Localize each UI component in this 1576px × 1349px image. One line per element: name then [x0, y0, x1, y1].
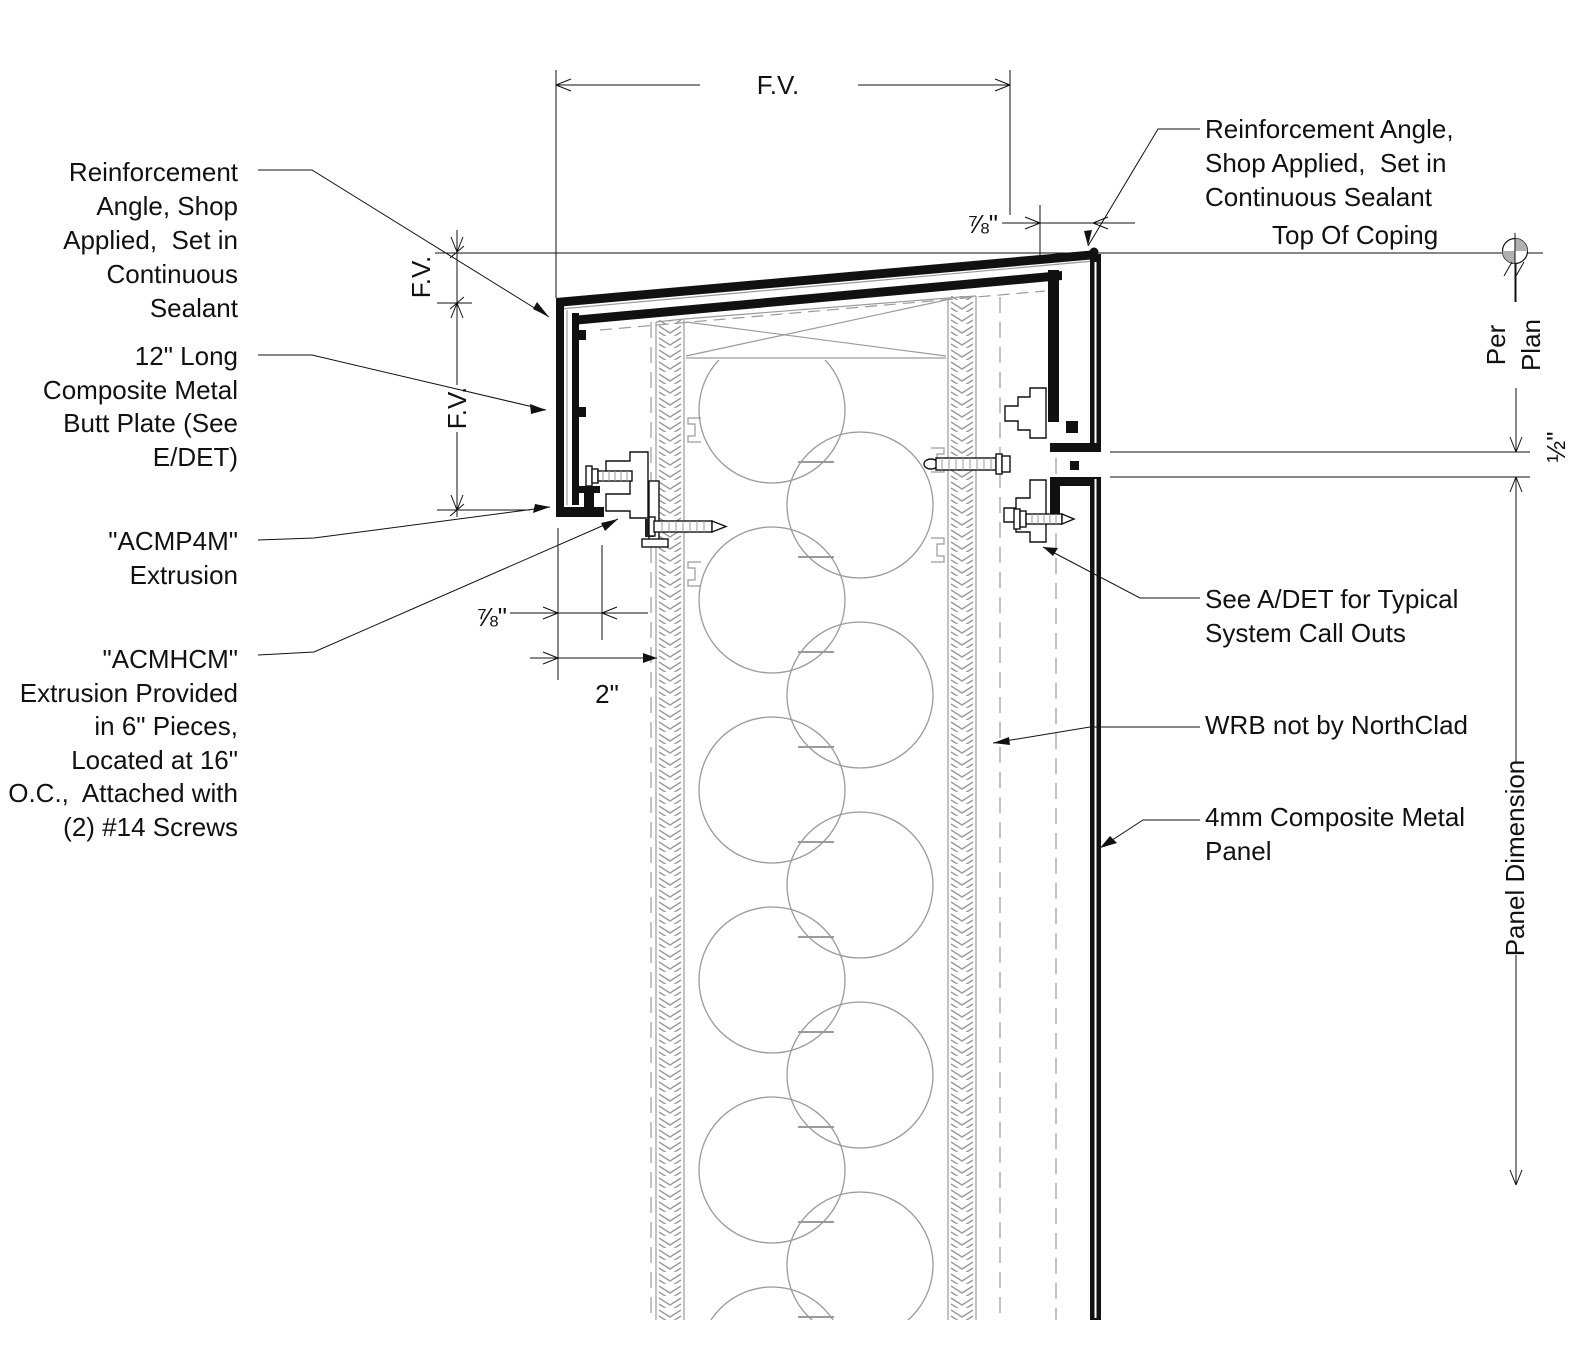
callout-reinforcement-left-line1: Reinforcement: [69, 157, 239, 187]
screw-lower-right: [1013, 508, 1076, 530]
sheathing-right: [948, 296, 976, 1320]
callout-top-of-coping: Top Of Coping: [1272, 220, 1438, 250]
callout-acmp4m-line2: Extrusion: [130, 560, 238, 590]
callout-4mm-panel-line2: Panel: [1205, 836, 1272, 866]
callout-butt-plate-line2: Composite Metal: [43, 375, 238, 405]
dim-seven-eighths-left: ⅞": [476, 528, 648, 680]
coping-left-leg: [556, 298, 564, 517]
coping-cap: [556, 247, 1101, 517]
callout-wrb: WRB not by NorthClad: [1205, 710, 1468, 740]
callout-see-adet-line2: System Call Outs: [1205, 618, 1406, 648]
sheathing-left: [656, 320, 684, 1320]
acmp4m-extrusion: [605, 451, 649, 519]
coping-outer-sheet: [556, 250, 1097, 307]
panel-joint: [923, 387, 1101, 1320]
dim-per-plan: Per Plan: [1481, 264, 1546, 452]
callout-see-adet-line1: See A/DET for Typical: [1205, 584, 1458, 614]
leader-see-adet: [1042, 546, 1200, 599]
top-plate-cross: [683, 297, 949, 359]
upper-panel-return: [1050, 443, 1101, 452]
callout-acmhcm-line3: in 6" Pieces,: [94, 711, 238, 741]
dim-panel-dimension: Panel Dimension: [1500, 477, 1530, 1186]
coping-left-hem: [556, 507, 604, 517]
datum-target-icon: [1501, 233, 1529, 302]
dim-fv-top-text: F.V.: [757, 70, 799, 100]
callout-butt-plate-line4: E/DET): [153, 442, 238, 472]
callout-acmp4m-line1: "ACMP4M": [108, 526, 238, 556]
screw-acmhcm: [648, 516, 728, 537]
callout-butt-plate-line3: Butt Plate (See: [63, 408, 238, 438]
callout-reinforcement-left-line5: Sealant: [150, 293, 239, 323]
callout-acmhcm-line5: O.C., Attached with: [8, 778, 238, 808]
callout-reinforcement-left-line4: Continuous: [106, 259, 238, 289]
callout-butt-plate-line1: 12" Long: [135, 341, 238, 371]
callout-reinforcement-right-line3: Continuous Sealant: [1205, 182, 1433, 212]
dim-two-inches-text: 2": [595, 679, 619, 709]
callout-acmhcm-line6: (2) #14 Screws: [63, 812, 238, 842]
leader-reinforcement-right: [1087, 128, 1200, 247]
furring-brackets: [687, 417, 945, 587]
wall-assembly: [650, 295, 1057, 1320]
dim-seven-eighths-top-text: ⅞": [967, 209, 998, 239]
leader-butt-plate: [258, 354, 547, 411]
lower-panel-return: [1050, 477, 1101, 486]
dim-fv-upper-left-text: F.V.: [406, 256, 436, 298]
screw-upper-right: [923, 453, 1011, 475]
panel-clip-upper: [1004, 387, 1047, 439]
callout-reinforcement-right-line1: Reinforcement Angle,: [1205, 114, 1454, 144]
left-extrusions: [585, 451, 728, 548]
callout-reinforcement-left-line3: Applied, Set in: [63, 225, 238, 255]
dim-seven-eighths-left-text: ⅞": [476, 602, 507, 632]
batt-insulation: [698, 360, 934, 1320]
callout-4mm-panel-line1: 4mm Composite Metal: [1205, 802, 1465, 832]
dim-panel-dimension-text: Panel Dimension: [1500, 760, 1530, 957]
dim-half-inch: ½": [1110, 432, 1571, 493]
fastener-nub-upper: [578, 330, 586, 340]
leader-wrb: [992, 726, 1200, 744]
callout-reinforcement-right-line2: Shop Applied, Set in: [1205, 148, 1446, 178]
dim-fv-lower-left-text: F.V.: [442, 387, 472, 429]
callout-acmhcm-line2: Extrusion Provided: [20, 678, 238, 708]
dim-half-inch-text: ½": [1541, 432, 1571, 463]
dim-per-plan-line1: Per: [1481, 324, 1511, 365]
dim-fv-left: F.V. F.V.: [406, 230, 530, 517]
dim-per-plan-line2: Plan: [1516, 319, 1546, 371]
callout-acmhcm-line1: "ACMHCM": [103, 644, 238, 674]
fastener-nub-lower: [578, 407, 586, 417]
dimensions: F.V. ⅞" F.V. F.V.: [406, 70, 1571, 1186]
callout-acmhcm-line4: Located at 16": [71, 745, 238, 775]
leader-acmp4m: [257, 506, 551, 541]
leader-lines: [257, 128, 1200, 849]
leader-4mm-panel: [1099, 819, 1200, 849]
screw-acmp4m: [585, 465, 633, 487]
dim-seven-eighths-top: ⅞": [967, 205, 1135, 262]
dim-two-inches: 2": [530, 651, 657, 709]
callout-reinforcement-left-line2: Angle, Shop: [96, 191, 238, 221]
coping-liner-sheet: [572, 271, 1062, 325]
leader-acmhcm: [257, 518, 619, 656]
leader-reinforcement-left: [258, 169, 550, 318]
callouts: Reinforcement Angle, Shop Applied, Set i…: [8, 114, 1468, 866]
coping-inner-leg: [1048, 270, 1059, 422]
dim-fv-top: F.V.: [555, 70, 1011, 298]
